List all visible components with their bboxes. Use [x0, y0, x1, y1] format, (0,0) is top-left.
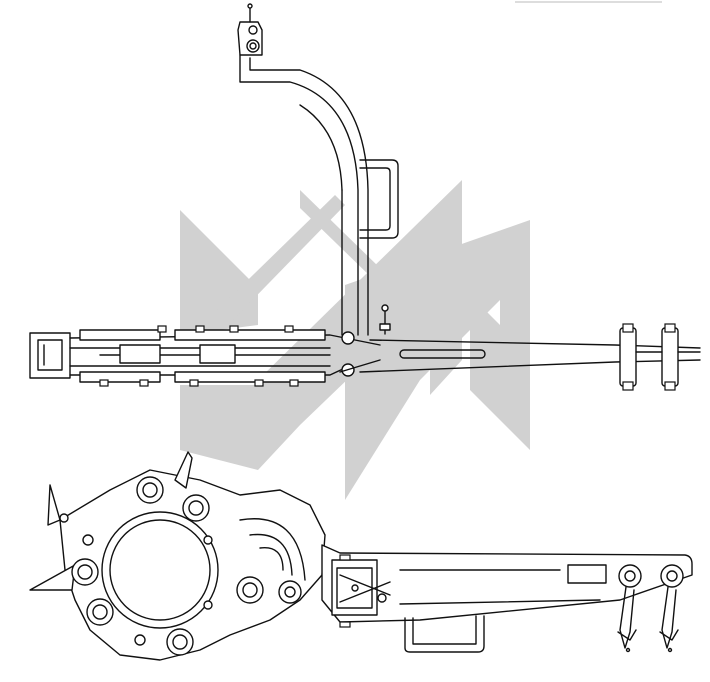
side-arm [321, 544, 693, 628]
top-arm [359, 323, 701, 391]
rotary-center [101, 511, 219, 629]
handle-loop [359, 159, 399, 239]
top-hook-eye [237, 3, 263, 56]
top-body [29, 325, 381, 387]
bail-arm [239, 54, 369, 336]
bail-pin [379, 304, 391, 335]
side-view [29, 451, 693, 661]
top-view [29, 3, 701, 391]
door-arc [239, 518, 306, 581]
bottom-handle [404, 615, 485, 653]
watermark-logo [180, 180, 530, 500]
eye-bolts [617, 564, 684, 653]
rollers [71, 476, 302, 656]
